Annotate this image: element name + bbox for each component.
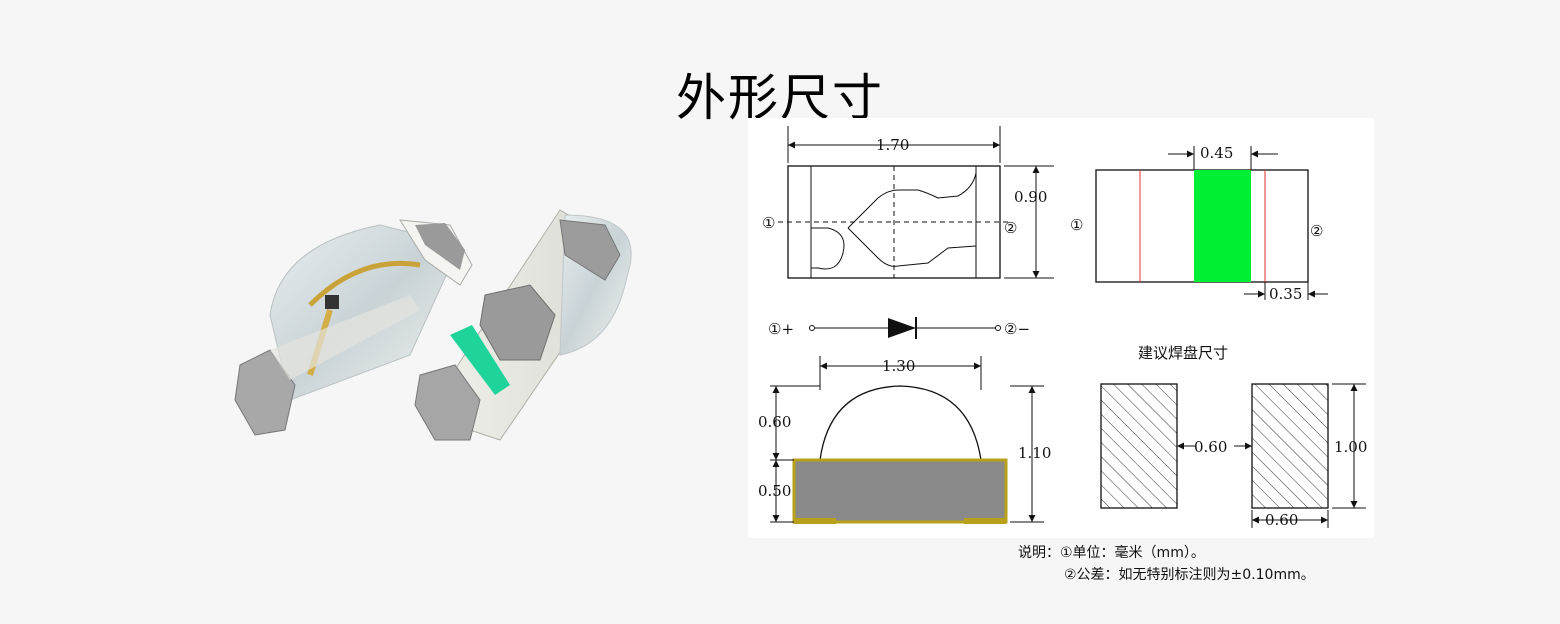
dim-height-0-90: 0.90 [1014, 188, 1047, 206]
side-view: 1.30 0.60 0.50 1.10 [758, 356, 1051, 524]
dim-pad-gap-0-60: 0.60 [1194, 438, 1227, 456]
top-view: 1.70 ① ② 0.90 [762, 126, 1054, 279]
led-left [234, 219, 473, 436]
dim-green-0-45: 0.45 [1200, 144, 1233, 162]
dim-lens-1-30: 1.30 [882, 357, 915, 375]
note-tolerance: ②公差：如无特别标注则为±0.10mm。 [1064, 567, 1315, 583]
pads-title: 建议焊盘尺寸 [1138, 344, 1228, 362]
diode-schematic: ①+ ②− [768, 317, 1030, 339]
bottom-pin1-label: ① [1070, 216, 1083, 234]
body-block [792, 458, 1008, 524]
top-pin1-label: ① [762, 214, 775, 232]
bottom-view: 0.45 ① ② 0.35 [1070, 144, 1328, 303]
dimension-drawing: 1.70 ① ② 0.90 0.45 ① ② 0.35 ①+ [748, 118, 1374, 538]
diode-symbol [888, 318, 916, 338]
bottom-pin2-label: ② [1310, 222, 1323, 240]
dim-width-1-70: 1.70 [876, 136, 909, 154]
lens-dome [819, 385, 982, 461]
pad-left [1100, 383, 1178, 509]
dim-body-height-0-50: 0.50 [758, 482, 791, 500]
schematic-anode-label: ①+ [768, 320, 794, 338]
notes: 说明：①单位：毫米（mm）。 ②公差：如无特别标注则为±0.10mm。 [1018, 542, 1315, 586]
note-units: 说明：①单位：毫米（mm）。 [1018, 545, 1205, 561]
dim-pad-width-0-60: 0.60 [1265, 511, 1298, 529]
dim-lens-height-0-60: 0.60 [758, 413, 791, 431]
dim-offset-0-35: 0.35 [1269, 285, 1302, 303]
polarity-green-band [1194, 170, 1251, 282]
schematic-cathode-label: ②− [1004, 320, 1030, 338]
dim-total-height-1-10: 1.10 [1018, 444, 1051, 462]
recommended-pads: 建议焊盘尺寸 0.60 1.00 0.60 [1100, 344, 1367, 529]
top-pin2-label: ② [1004, 219, 1017, 237]
page-title: 外形尺寸 [676, 69, 884, 127]
led-product-photo [234, 209, 632, 441]
led-right [414, 209, 632, 441]
pad-right [1251, 383, 1329, 509]
dim-pad-height-1-00: 1.00 [1334, 438, 1367, 456]
